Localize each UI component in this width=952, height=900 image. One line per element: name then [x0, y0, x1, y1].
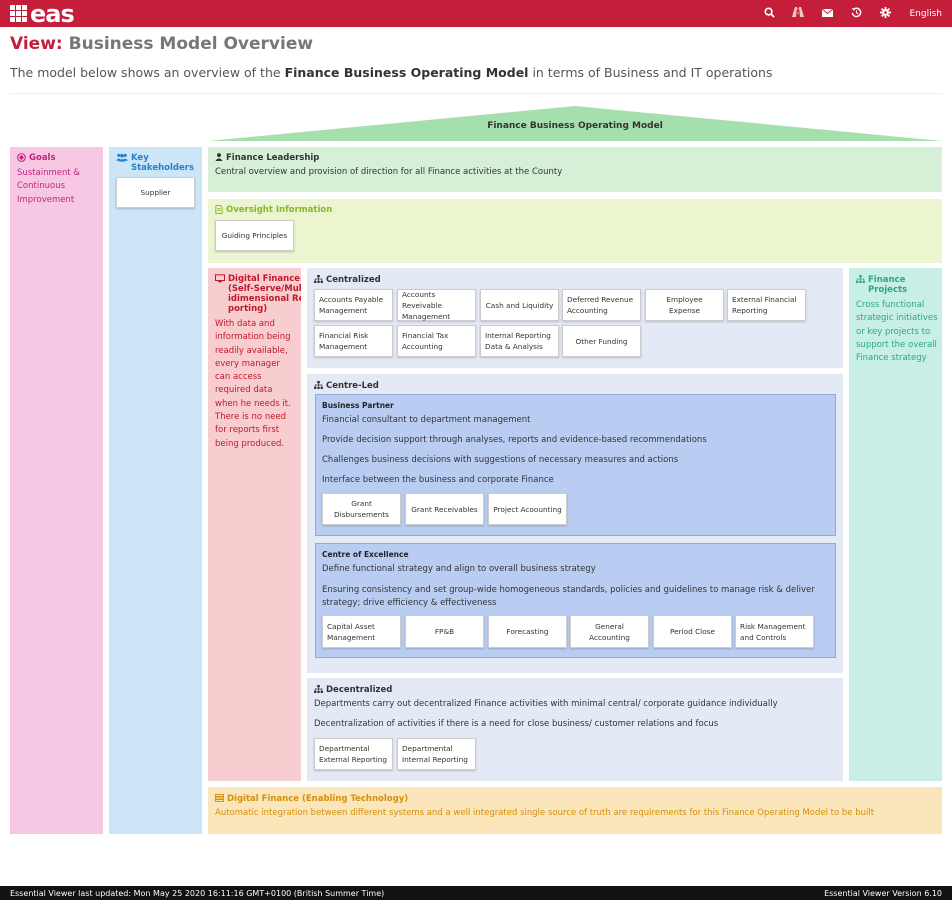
- sitemap-icon: [314, 685, 323, 693]
- leadership-text: Central overview and provision of direct…: [215, 167, 563, 177]
- decentralized-line: Departments carry out decentralized Fina…: [314, 699, 778, 709]
- bp-line: Financial consultant to department manag…: [322, 415, 531, 425]
- history-icon[interactable]: [842, 7, 871, 21]
- sitemap-icon: [856, 275, 865, 283]
- capability-box[interactable]: Grant Disbursements: [322, 493, 401, 525]
- envelope-icon[interactable]: [813, 7, 842, 20]
- projects-header: Finance Projects: [856, 275, 918, 295]
- projects-text: Cross functional strategic initiatives o…: [856, 300, 938, 364]
- enabling-text: Automatic integration between different …: [215, 808, 875, 818]
- centre-of-excellence-panel: Centre of Excellence Define functional s…: [315, 543, 836, 658]
- coe-line: Ensuring consistency and set group-wide …: [322, 585, 815, 608]
- top-nav-bar: eas English: [0, 0, 952, 27]
- bp-line: Interface between the business and corpo…: [322, 475, 554, 485]
- road-icon[interactable]: [784, 7, 813, 20]
- coe-header: Centre of Excellence: [322, 550, 409, 559]
- capability-box[interactable]: Forecasting: [488, 615, 567, 648]
- roof-banner: Finance Business Operating Model: [208, 106, 942, 141]
- coe-line: Define functional strategy and align to …: [322, 564, 596, 574]
- goals-text: Sustainment & Continuous Improvement: [17, 168, 81, 205]
- capability-box[interactable]: Departmental External Reporting: [314, 738, 393, 770]
- enabling-technology-panel: Digital Finance (Enabling Technology) Au…: [208, 787, 942, 834]
- capability-box[interactable]: Internal Reporting Data & Analysis: [480, 325, 559, 357]
- leadership-header: Finance Leadership: [215, 153, 319, 163]
- search-icon[interactable]: [755, 6, 784, 21]
- capability-box[interactable]: Capital Asset Management: [322, 615, 401, 648]
- guiding-principles-box[interactable]: Guiding Principles: [215, 220, 294, 251]
- footer-bar: Essential Viewer last updated: Mon May 2…: [0, 886, 952, 900]
- capability-box[interactable]: External Financial Reporting: [727, 289, 806, 321]
- oversight-header: Oversight Information: [215, 205, 332, 215]
- decentralized-header: Decentralized: [314, 685, 392, 695]
- app-grid-icon: [10, 5, 27, 22]
- digital-finance-text: With data and information being readily …: [215, 319, 291, 449]
- server-icon: [215, 794, 224, 802]
- digital-finance-header: Digital Finance (Self-Serve/Multidimensi…: [215, 274, 301, 314]
- enabling-header: Digital Finance (Enabling Technology): [215, 794, 408, 804]
- target-icon: [17, 153, 26, 162]
- bp-line: Provide decision support through analyse…: [322, 435, 707, 445]
- capability-box[interactable]: Project Acoounting: [488, 493, 567, 525]
- footer-last-updated: Essential Viewer last updated: Mon May 2…: [10, 888, 385, 898]
- divider: [10, 93, 942, 94]
- oversight-panel: Oversight Information Guiding Principles: [208, 199, 942, 263]
- stakeholders-header: Key Stakeholders: [116, 153, 194, 173]
- logo-text: eas: [30, 0, 75, 28]
- capability-box[interactable]: Other Funding: [562, 325, 641, 357]
- capability-box[interactable]: Financial Tax Accounting: [397, 325, 476, 357]
- capability-box[interactable]: Accounts Reveivable Management: [397, 289, 476, 321]
- users-icon: [116, 153, 128, 162]
- footer-version: Essential Viewer Version 6.10: [824, 888, 942, 898]
- eas-logo[interactable]: eas: [10, 0, 75, 28]
- language-selector[interactable]: English: [909, 8, 943, 19]
- goals-header: Goals: [17, 153, 56, 163]
- capability-box[interactable]: Grant Receivables: [405, 493, 484, 525]
- decentralized-line: Decentralization of activities if there …: [314, 719, 719, 729]
- bp-line: Challenges business decisions with sugge…: [322, 455, 679, 465]
- capability-box[interactable]: FP&B: [405, 615, 484, 648]
- capability-box[interactable]: Risk Management and Controls: [735, 615, 814, 648]
- finance-projects-panel: Finance Projects Cross functional strate…: [849, 268, 942, 781]
- capability-box[interactable]: Period Close: [653, 615, 732, 648]
- goals-column: Goals Sustainment & Continuous Improveme…: [10, 147, 103, 834]
- sitemap-icon: [314, 381, 323, 389]
- user-icon: [215, 153, 223, 161]
- page-title: View: Business Model Overview: [10, 34, 314, 54]
- capability-box[interactable]: Departmental Internal Reporting: [397, 738, 476, 770]
- centralized-panel: Centralized Accounts Payable Management …: [307, 268, 843, 368]
- decentralized-panel: Decentralized Departments carry out dece…: [307, 678, 843, 781]
- sitemap-icon: [314, 275, 323, 283]
- capability-box[interactable]: Financial Risk Management: [314, 325, 393, 357]
- digital-finance-panel: Digital Finance (Self-Serve/Multidimensi…: [208, 268, 301, 781]
- business-partner-header: Business Partner: [322, 401, 394, 410]
- capability-box[interactable]: General Accounting: [570, 615, 649, 648]
- capability-box[interactable]: Deferred Revenue Accounting: [562, 289, 641, 321]
- finance-leadership-panel: Finance Leadership Central overview and …: [208, 147, 942, 192]
- capability-box[interactable]: Accounts Payable Management: [314, 289, 393, 321]
- centre-led-header: Centre-Led: [314, 381, 379, 391]
- capability-box[interactable]: Employee Expense: [645, 289, 724, 321]
- document-icon: [215, 205, 223, 214]
- capability-box[interactable]: Cash and Liquidity: [480, 289, 559, 321]
- monitor-icon: [215, 274, 225, 283]
- centralized-header: Centralized: [314, 275, 381, 285]
- stakeholder-box[interactable]: Supplier: [116, 177, 195, 208]
- stakeholders-column: Key Stakeholders Supplier: [109, 147, 202, 834]
- roof-label: Finance Business Operating Model: [487, 121, 663, 131]
- gear-icon[interactable]: [871, 6, 900, 21]
- page-subtitle: The model below shows an overview of the…: [10, 65, 773, 80]
- business-partner-panel: Business Partner Financial consultant to…: [315, 394, 836, 536]
